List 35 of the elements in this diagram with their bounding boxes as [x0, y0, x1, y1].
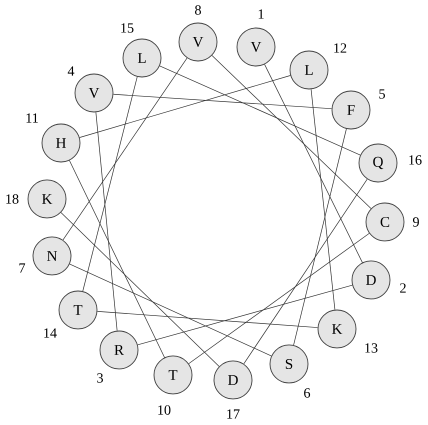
connecting-line: [310, 88, 336, 310]
residue-number: 10: [158, 405, 170, 415]
connecting-line: [264, 64, 363, 263]
connecting-line: [96, 112, 118, 331]
residue-number: 13: [365, 343, 378, 353]
residue-number: 6: [304, 388, 310, 398]
connecting-line: [69, 264, 272, 356]
connecting-line: [82, 76, 138, 292]
connecting-line: [159, 66, 361, 156]
residue-number: 11: [26, 113, 38, 123]
connecting-line: [62, 58, 188, 240]
residue-number: 1: [258, 9, 264, 19]
residue-number: 14: [44, 328, 57, 338]
residue-number: 5: [379, 89, 385, 99]
connecting-line: [212, 55, 372, 209]
residue-number: 8: [195, 5, 201, 15]
residue-number: 18: [6, 194, 18, 204]
connecting-line: [243, 178, 368, 364]
residue-number: 9: [412, 217, 419, 227]
residue-number: 16: [409, 155, 422, 165]
residue-number: 4: [68, 66, 74, 76]
residue-number: 17: [227, 409, 240, 419]
connecting-line: [293, 128, 347, 346]
residue-number: 2: [400, 283, 406, 293]
residue-number: 15: [121, 23, 134, 33]
connecting-line: [69, 160, 165, 358]
connecting-line: [113, 94, 332, 110]
connecting-line: [79, 75, 291, 138]
residue-number: 7: [19, 263, 26, 273]
residue-number: 12: [334, 43, 346, 53]
connecting-line: [97, 311, 318, 328]
residue-number: 3: [97, 373, 103, 383]
connecting-line: [60, 212, 220, 367]
connecting-line: [137, 284, 353, 346]
connecting-line: [188, 233, 370, 364]
